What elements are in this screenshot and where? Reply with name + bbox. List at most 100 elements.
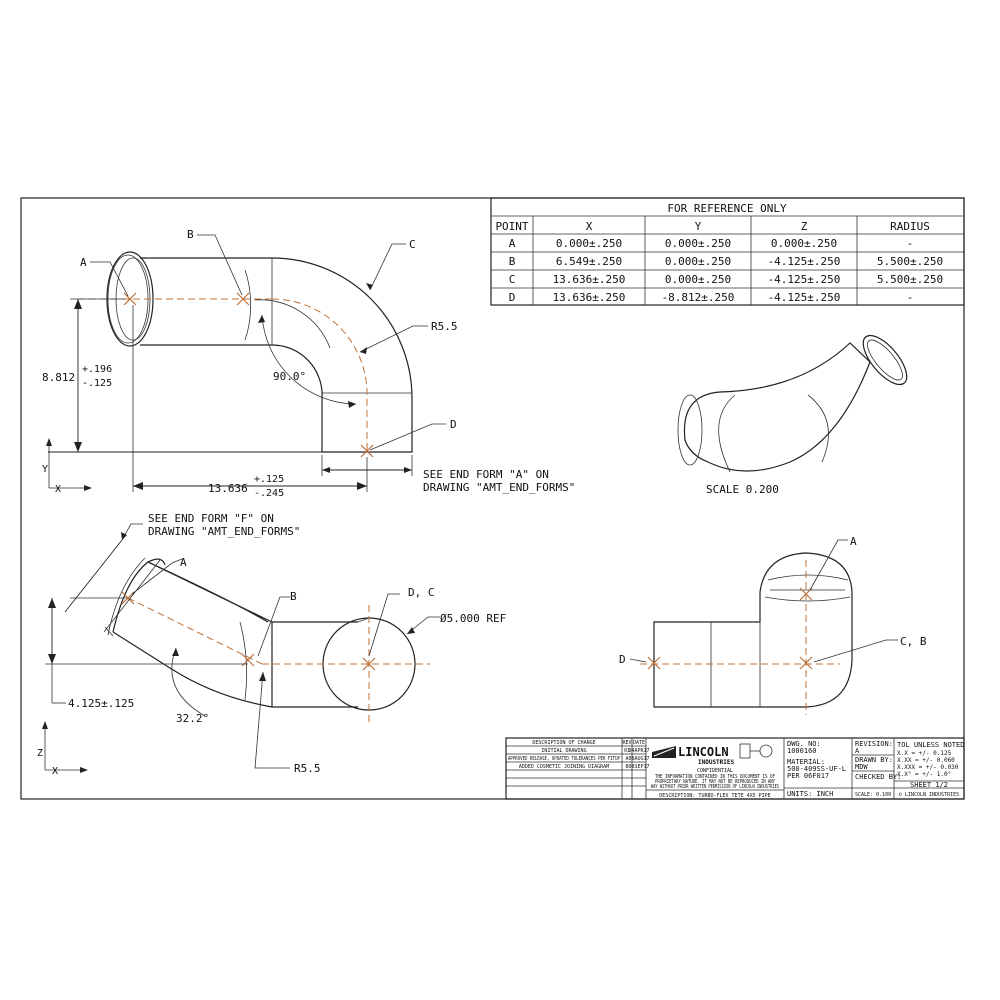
reference-table: FOR REFERENCE ONLY POINT X Y Z RADIUS A … — [490, 197, 965, 306]
revision-header: DESCRIPTION OF CHANGE — [532, 740, 595, 746]
table-cell: 0.000±.250 — [771, 237, 837, 250]
material-label: MATERIAL: — [787, 758, 825, 766]
front-point-label-b: B — [290, 590, 297, 603]
axis-label-y: Y — [42, 464, 48, 475]
top-view-pipe-outline — [140, 257, 413, 453]
units: UNITS: INCH — [787, 790, 833, 798]
front-end-form-note-line2: DRAWING "AMT_END_FORMS" — [148, 525, 300, 538]
tol-title: TOL UNLESS NOTED — [897, 741, 964, 749]
table-cell: D — [509, 291, 516, 304]
revision-desc: APPROVED RELEASE, UPDATED TOLERANCES PER… — [508, 756, 620, 762]
copyright: © LINCOLN INDUSTRIES — [899, 792, 959, 798]
point-label-a: A — [80, 256, 87, 269]
point-label-b: B — [187, 228, 194, 241]
side-view: A C, B D — [619, 535, 927, 715]
revision-rev: 01 — [624, 748, 630, 754]
revision-date: 08SEP17 — [628, 764, 649, 770]
revision-rev: B — [625, 764, 628, 770]
drawn-by-label: DRAWN BY: — [855, 756, 893, 764]
drawn-by: MDW — [855, 763, 868, 771]
front-end-form-note-line1: SEE END FORM "F" ON — [148, 512, 274, 525]
description: DESCRIPTION: TURBO-FLEX TETE 4X5 PIPE — [659, 793, 770, 799]
tol-line1: X.X = +/- 0.125 — [897, 750, 952, 757]
table-cell: 13.636±.250 — [553, 291, 626, 304]
dim-offset: 4.125±.125 — [68, 697, 134, 710]
table-cell: 0.000±.250 — [665, 273, 731, 286]
front-angle-label: 32.2° — [176, 712, 209, 725]
axis-label-z: Z — [37, 748, 43, 759]
table-cell: 6.549±.250 — [556, 255, 622, 268]
table-cell: 0.000±.250 — [556, 237, 622, 250]
lincoln-logo: LINCOLN INDUSTRIES — [652, 743, 773, 766]
angle-label: 90.0° — [273, 370, 306, 383]
table-cell: -8.812±.250 — [662, 291, 735, 304]
point-label-c: C — [409, 238, 416, 251]
side-pipe-outline — [653, 552, 853, 708]
tol-line2: X.XX = +/- 0.060 — [897, 757, 955, 764]
table-cell: 0.000±.250 — [665, 237, 731, 250]
point-label-d: D — [450, 418, 457, 431]
dim-horizontal-plus: +.125 — [254, 474, 284, 485]
table-header-x: X — [586, 220, 593, 233]
table-cell: 0.000±.250 — [665, 255, 731, 268]
material: 500-409SS-UF-L — [787, 765, 846, 773]
diameter-label: Ø5.000 REF — [440, 612, 506, 625]
front-point-label-a: A — [180, 556, 187, 569]
reference-table-title: FOR REFERENCE ONLY — [667, 202, 787, 215]
revision-desc: INITIAL DRAWING — [541, 748, 586, 754]
title-block: DESCRIPTION OF CHANGE REV DATE INITIAL D… — [505, 737, 965, 800]
dim-vertical-main: 8.812 — [42, 371, 75, 384]
date-col-header: DATE — [633, 740, 645, 746]
top-view: A B C D R5.5 90.0° 8.812 +.196 -.125 13.… — [42, 228, 575, 499]
side-point-label-cb: C, B — [900, 635, 927, 648]
revision-date: 04APR17 — [628, 748, 649, 754]
front-view-pipe-outline — [112, 561, 358, 708]
revision-date: 08AUG17 — [628, 756, 649, 762]
confidential-line3: WAY WITHOUT PRIOR WRITTEN PERMISSION OF … — [651, 784, 779, 790]
end-form-note-line2: DRAWING "AMT_END_FORMS" — [423, 481, 575, 494]
iso-scale-label: SCALE 0.200 — [706, 483, 779, 496]
revision-value: A — [855, 747, 860, 755]
table-cell: -4.125±.250 — [768, 273, 841, 286]
table-cell: B — [509, 255, 516, 268]
table-cell: - — [907, 237, 914, 250]
table-cell: 13.636±.250 — [553, 273, 626, 286]
table-header-point: POINT — [495, 220, 528, 233]
confidential-line2: PROPRIETARY NATURE. IT MAY NOT BE REPROD… — [655, 779, 775, 785]
table-cell: 5.500±.250 — [877, 273, 943, 286]
axis-label-x-front: X — [52, 766, 58, 777]
company-name: LINCOLN — [678, 745, 729, 759]
table-cell: A — [509, 237, 516, 250]
dim-vertical-minus: -.125 — [82, 378, 112, 389]
table-cell: - — [907, 291, 914, 304]
table-header-y: Y — [695, 220, 702, 233]
end-form-note-line1: SEE END FORM "A" ON — [423, 468, 549, 481]
table-cell: C — [509, 273, 516, 286]
isometric-view: SCALE 0.200 — [677, 334, 908, 496]
material-per: PER 06F017 — [787, 772, 829, 780]
iso-flange — [862, 334, 908, 386]
side-point-label-d: D — [619, 653, 626, 666]
table-cell: 5.500±.250 — [877, 255, 943, 268]
revision-desc: ADDED COSMETIC JOINING DIAGRAM — [519, 764, 609, 770]
dim-horizontal-minus: -.245 — [254, 488, 284, 499]
dim-vertical-plus: +.196 — [82, 364, 112, 375]
table-header-radius: RADIUS — [890, 220, 930, 233]
iso-pipe-outline — [683, 342, 871, 472]
table-cell: -4.125±.250 — [768, 255, 841, 268]
tol-line3: X.XXX = +/- 0.030 — [897, 764, 959, 771]
table-cell: -4.125±.250 — [768, 291, 841, 304]
front-point-label-dc: D, C — [408, 586, 435, 599]
dwg-no: 1000160 — [787, 747, 817, 755]
sheet-number: SHEET 1/2 — [910, 781, 948, 789]
radius-label: R5.5 — [431, 320, 458, 333]
tol-line4: X.X° = +/- 1.0° — [897, 771, 951, 778]
side-point-label-a: A — [850, 535, 857, 548]
company-sub: INDUSTRIES — [698, 759, 735, 766]
revision-rev: A — [625, 756, 628, 762]
scale-label: SCALE: 0.100 — [855, 792, 891, 798]
confidential-title: CONFIDENTIAL — [697, 768, 733, 774]
rev-col-header: REV — [622, 740, 631, 746]
revision-label: REVISION: — [855, 740, 893, 748]
